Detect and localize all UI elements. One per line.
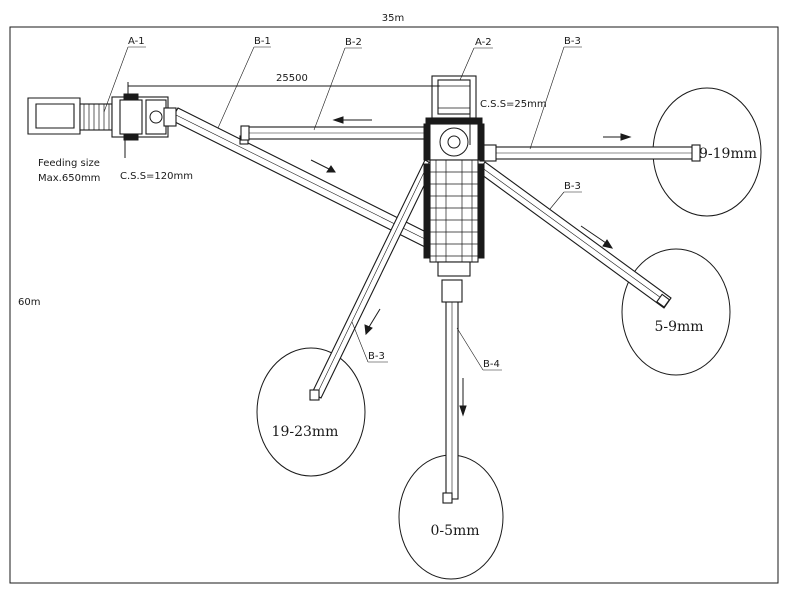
conveyor-b4 xyxy=(441,279,467,504)
stockpile-0-5-label: 0-5mm xyxy=(430,523,479,539)
css-primary-label: C.S.S=120mm xyxy=(120,171,193,182)
label-b4: B-4 xyxy=(483,359,500,370)
label-a2: A-2 xyxy=(475,37,492,48)
distance-dimension: 25500 xyxy=(127,73,440,100)
stockpile-19-23-label: 19-23mm xyxy=(272,424,339,440)
distance-dimension-label: 25500 xyxy=(276,73,308,84)
css-secondary-label: C.S.S=25mm xyxy=(480,99,547,110)
conveyor-b2 xyxy=(240,116,436,141)
stockpile-19-23: 19-23mm xyxy=(256,347,366,477)
drawing-frame xyxy=(9,26,779,584)
label-b1: B-1 xyxy=(254,36,271,47)
feeding-max-label: Max.650mm xyxy=(38,173,100,184)
conveyor-b3-right-horizontal xyxy=(477,133,701,162)
stockpile-9-19-label: 9-19mm xyxy=(699,146,757,162)
screen-plant-a2 xyxy=(423,75,485,277)
label-b3-right: B-3 xyxy=(564,181,581,192)
stockpile-5-9: 5-9mm xyxy=(621,248,731,376)
height-dimension-label: 60m xyxy=(18,297,40,308)
label-b3-top: B-3 xyxy=(564,36,581,47)
feeding-size-label: Feeding size xyxy=(38,158,100,169)
stockpile-5-9-label: 5-9mm xyxy=(654,319,703,335)
label-b2: B-2 xyxy=(345,37,362,48)
leader-lines xyxy=(103,46,582,371)
label-a1: A-1 xyxy=(128,36,145,47)
label-b3-left: B-3 xyxy=(368,351,385,362)
feeder-hopper-a1 xyxy=(27,93,177,141)
width-dimension-label: 35m xyxy=(382,13,404,24)
